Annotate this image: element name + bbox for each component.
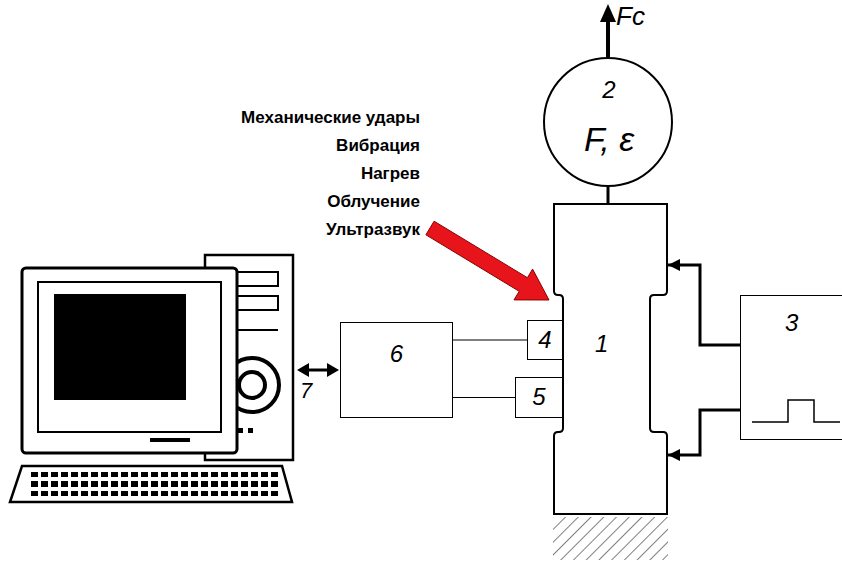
data-link-arrow: [297, 363, 339, 377]
arrow-connector: [668, 265, 740, 345]
influence-label: Облучение: [327, 192, 420, 212]
callout-number: 1: [595, 331, 608, 357]
influence-label: Механические удары: [241, 108, 420, 128]
influence-label: Вибрация: [336, 136, 420, 156]
led: [248, 428, 253, 433]
specimen: 1: [553, 203, 668, 515]
pulse-generator-box: 3: [740, 295, 842, 440]
specimen-outline: [553, 203, 668, 515]
specimen-outline: [554, 204, 667, 514]
monitor-bezel: [38, 282, 221, 432]
influence-arrow: [426, 221, 549, 300]
arrow-head: [600, 4, 616, 22]
load-cell-circle: 2 F, ε: [543, 57, 673, 187]
callout-number: 5: [532, 384, 545, 410]
callout-number: 4: [538, 327, 551, 353]
callout-number: F, ε: [584, 121, 634, 158]
force-line: [606, 20, 610, 57]
sensor-box: 5: [515, 377, 563, 418]
callout-number: 6: [390, 341, 403, 367]
measuring-unit-box: 6: [340, 322, 453, 418]
monitor-button: [150, 438, 190, 442]
force-label: Fc: [616, 2, 645, 32]
force-arrow: [600, 4, 616, 57]
link-line: [306, 369, 330, 372]
arrow-head: [327, 363, 339, 377]
callout-number: 7: [300, 378, 312, 403]
screen: [54, 294, 186, 400]
callout-number: 2: [602, 77, 615, 103]
monitor: [22, 268, 237, 453]
sensor-box: 4: [527, 320, 563, 360]
callout-number: 3: [785, 310, 798, 336]
keys: [28, 472, 278, 496]
arrow-head: [297, 363, 309, 377]
arrow-connector: [668, 410, 740, 455]
computer: [10, 255, 293, 502]
wire: [453, 339, 527, 340]
wire: [453, 397, 515, 398]
influence-label: Ультразвук: [326, 220, 420, 240]
wire: [607, 187, 610, 203]
led: [238, 428, 243, 433]
pulse-symbol: [752, 400, 840, 422]
speaker: [239, 372, 265, 398]
influence-label: Нагрев: [361, 164, 420, 184]
fixed-support: [553, 517, 668, 560]
keyboard: [10, 466, 292, 502]
